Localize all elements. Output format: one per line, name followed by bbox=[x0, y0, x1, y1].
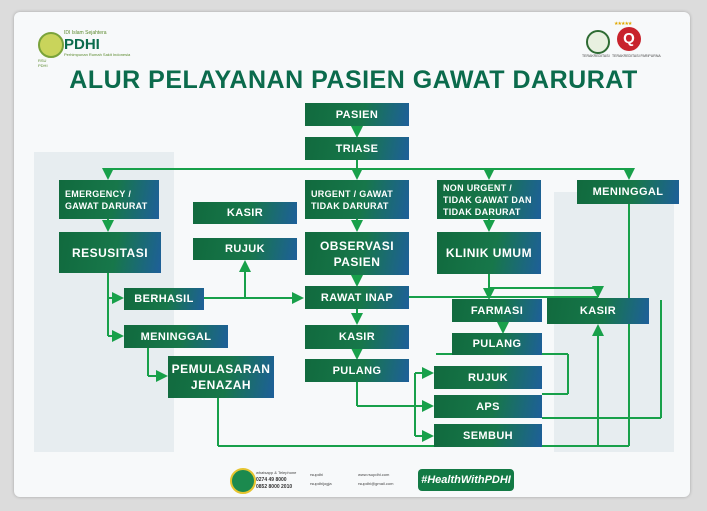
node-farmasi: FARMASI bbox=[452, 299, 542, 322]
node-rujuk-left: RUJUK bbox=[193, 238, 297, 260]
accreditation-q-icon: Q bbox=[617, 27, 641, 51]
logo-name: PDHI bbox=[64, 36, 100, 53]
logo-subtitle: IDI Islam Sejahtera bbox=[64, 30, 107, 36]
accreditation-stars: ★★★★★ bbox=[614, 21, 632, 27]
node-kasir-mid: KASIR bbox=[305, 325, 409, 349]
node-pasien: PASIEN bbox=[305, 103, 409, 126]
node-aps: APS bbox=[434, 395, 542, 418]
pdhi-emblem-icon bbox=[38, 32, 64, 58]
node-non-urgent: NON URGENT / TIDAK GAWAT DAN TIDAK DARUR… bbox=[437, 180, 541, 219]
footer-email: rsupdhi@gmail.com bbox=[358, 481, 394, 486]
node-rawat-inap: RAWAT INAP bbox=[305, 286, 409, 309]
node-pulang-right: PULANG bbox=[452, 333, 542, 355]
hospital-emblem-icon bbox=[230, 468, 256, 494]
accreditation-caption-1: TERAKREDITASI bbox=[582, 54, 610, 58]
footer-website: www.rsupdhi.com bbox=[358, 472, 390, 477]
footer-social-2: rsupdhijogja bbox=[310, 481, 332, 486]
node-meninggal-left: MENINGGAL bbox=[124, 325, 228, 348]
node-resusitasi: RESUSITASI bbox=[59, 232, 161, 273]
footer-whatsapp-label: whatsapp & Telephone bbox=[256, 470, 297, 475]
footer-social-1: rsupdhi bbox=[310, 472, 324, 477]
accreditation-caption-2: TERAKREDITASI PARIPURNA bbox=[612, 54, 661, 58]
node-kasir-left: KASIR bbox=[193, 202, 297, 224]
logo-emblem-caption: RSU PDHI bbox=[38, 58, 48, 68]
node-emergency: EMERGENCY / GAWAT DARURAT bbox=[59, 180, 159, 219]
page-title: ALUR PELAYANAN PASIEN GAWAT DARURAT bbox=[69, 66, 638, 94]
node-rujuk-right: RUJUK bbox=[434, 366, 542, 389]
node-berhasil: BERHASIL bbox=[124, 288, 204, 310]
node-meninggal-top: MENINGGAL bbox=[577, 180, 679, 204]
footer-hashtag: #HealthWithPDHI bbox=[418, 469, 514, 491]
node-pemulasaran: PEMULASARAN JENAZAH bbox=[168, 356, 274, 398]
logo-tagline: Perhimpunan Rumah Sakit Indonesia bbox=[64, 52, 131, 57]
accreditation-seal-icon bbox=[586, 30, 610, 54]
node-observasi: OBSERVASI PASIEN bbox=[305, 232, 409, 275]
node-pulang-mid: PULANG bbox=[305, 359, 409, 382]
footer-phone-2: 0852 8000 2010 bbox=[256, 484, 293, 490]
node-klinik-umum: KLINIK UMUM bbox=[437, 232, 541, 274]
node-triase: TRIASE bbox=[305, 137, 409, 160]
node-sembuh: SEMBUH bbox=[434, 424, 542, 447]
node-kasir-right: KASIR bbox=[547, 298, 649, 324]
footer-phone-1: 0274 49 8000 bbox=[256, 477, 287, 483]
node-urgent: URGENT / GAWAT TIDAK DARURAT bbox=[305, 180, 409, 219]
